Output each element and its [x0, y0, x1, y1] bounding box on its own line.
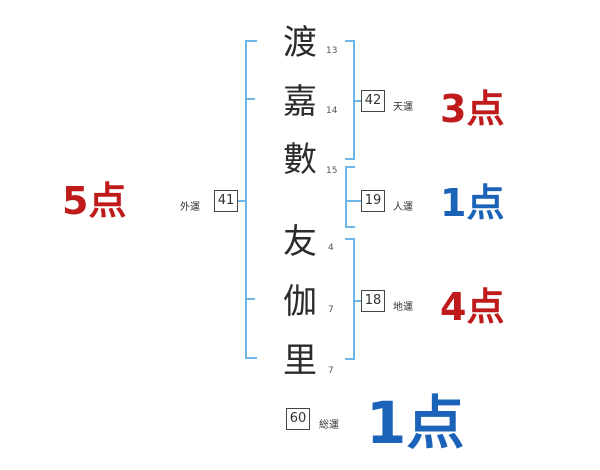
gaikaku-value-box: 41 [214, 190, 238, 212]
soukaku-value-box: 60 [286, 408, 310, 430]
jinkaku-score: 1点 [440, 181, 505, 225]
jinkaku-label: 人運 [393, 202, 413, 213]
given-stroke-3: 7 [328, 366, 334, 376]
jinkaku-value-box: 19 [361, 190, 385, 212]
gaikaku-score: 5点 [62, 179, 127, 223]
given-char-2: 伽 [283, 282, 317, 322]
given-stroke-1: 4 [328, 243, 334, 253]
chikaku-label: 地運 [393, 302, 413, 313]
surname-stroke-1: 13 [326, 46, 338, 56]
surname-stroke-3: 15 [326, 166, 338, 176]
chikaku-score: 4点 [440, 285, 505, 329]
surname-char-3: 數 [283, 140, 317, 180]
soukaku-label: 総運 [319, 420, 339, 431]
gaikaku-label: 外運 [180, 202, 200, 213]
tenkaku-value-box: 42 [361, 90, 385, 112]
given-char-1: 友 [283, 222, 317, 262]
soukaku-score: 1点 [366, 389, 465, 457]
surname-char-1: 渡 [283, 23, 317, 63]
given-char-3: 里 [283, 341, 317, 381]
chikaku-value-box: 18 [361, 290, 385, 312]
tenkaku-score: 3点 [440, 87, 505, 131]
surname-stroke-2: 14 [326, 106, 338, 116]
given-stroke-2: 7 [328, 305, 334, 315]
surname-char-2: 嘉 [283, 82, 317, 122]
tenkaku-label: 天運 [393, 102, 413, 113]
